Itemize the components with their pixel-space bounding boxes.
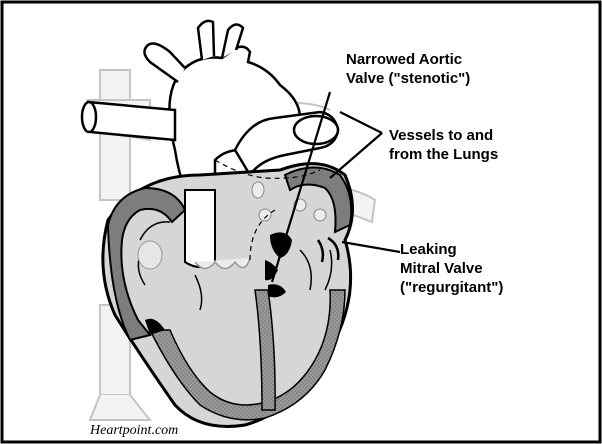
heart-body — [103, 164, 353, 427]
label-mitral-line3: ("regurgitant") — [400, 278, 503, 297]
label-mitral-line2: Mitral Valve — [400, 259, 483, 278]
label-narrowed-aortic-line2: Valve ("stenotic") — [346, 69, 470, 88]
label-mitral-line1: Leaking — [400, 240, 457, 259]
label-vessels-line1: Vessels to and — [389, 126, 493, 145]
ascending-aorta — [185, 190, 215, 267]
label-narrowed-aortic-line1: Narrowed Aortic — [346, 50, 462, 69]
label-vessels-line2: from the Lungs — [389, 145, 498, 164]
credit-text: Heartpoint.com — [90, 423, 178, 439]
